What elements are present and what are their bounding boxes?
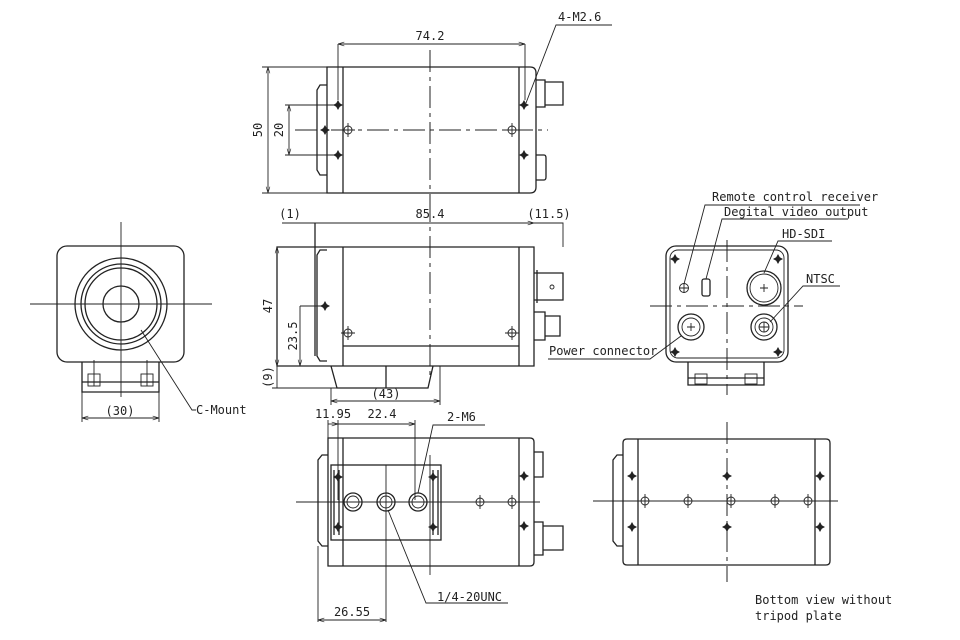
power-connector-icon xyxy=(677,313,705,341)
dim-hole-offset: 11.95 xyxy=(315,407,351,421)
label-unc: 1/4-20UNC xyxy=(437,590,502,604)
label-remote-control: Remote control receiver xyxy=(712,190,878,204)
hd-sdi-connector-icon xyxy=(746,270,782,306)
bottom-note-line-1: Bottom view without xyxy=(755,593,892,607)
bottom-note-line-2: tripod plate xyxy=(755,609,842,623)
dim-tripod-width: (30) xyxy=(106,404,135,418)
label-m6: 2-M6 xyxy=(447,410,476,424)
dim-tripod-height: (9) xyxy=(261,366,275,388)
label-digital-video: Degital video output xyxy=(724,205,869,219)
label-c-mount: C-Mount xyxy=(196,403,247,417)
dim-height-side: 47 xyxy=(261,299,275,313)
dim-top-width: 74.2 xyxy=(416,29,445,43)
label-hd-sdi: HD-SDI xyxy=(782,227,825,241)
front-view: (30) C-Mount xyxy=(30,222,247,422)
dim-center-height: 23.5 xyxy=(286,322,300,351)
remote-receiver-icon xyxy=(679,283,689,293)
dim-front-offset: (1) xyxy=(279,207,301,221)
dim-hole-spacing: 20 xyxy=(272,123,286,137)
rear-view: Remote control receiver Degital video ou… xyxy=(548,190,878,395)
label-mount-screws: 4-M2.6 xyxy=(558,10,601,24)
dim-tripod-hole-offset: 26.55 xyxy=(334,605,370,619)
bottom-view: 11.95 22.4 26.55 2-M6 1/4-20UNC xyxy=(296,407,564,622)
label-ntsc: NTSC xyxy=(806,272,835,286)
dim-rear-offset: (11.5) xyxy=(527,207,570,221)
dim-hole-pitch: 22.4 xyxy=(368,407,397,421)
digital-video-port-icon xyxy=(701,278,711,297)
dim-tripod-length: (43) xyxy=(372,387,401,401)
dim-height-top: 50 xyxy=(251,123,265,137)
label-power: Power connector xyxy=(549,344,657,358)
side-view: (1) 85.4 (11.5) 47 23.5 (9) (43) xyxy=(261,200,571,405)
top-view: 74.2 50 20 4-M2.6 xyxy=(251,10,612,205)
dim-length: 85.4 xyxy=(416,207,445,221)
bottom-view-without-plate: Bottom view without tripod plate xyxy=(593,422,892,623)
ntsc-connector-icon xyxy=(750,313,778,341)
